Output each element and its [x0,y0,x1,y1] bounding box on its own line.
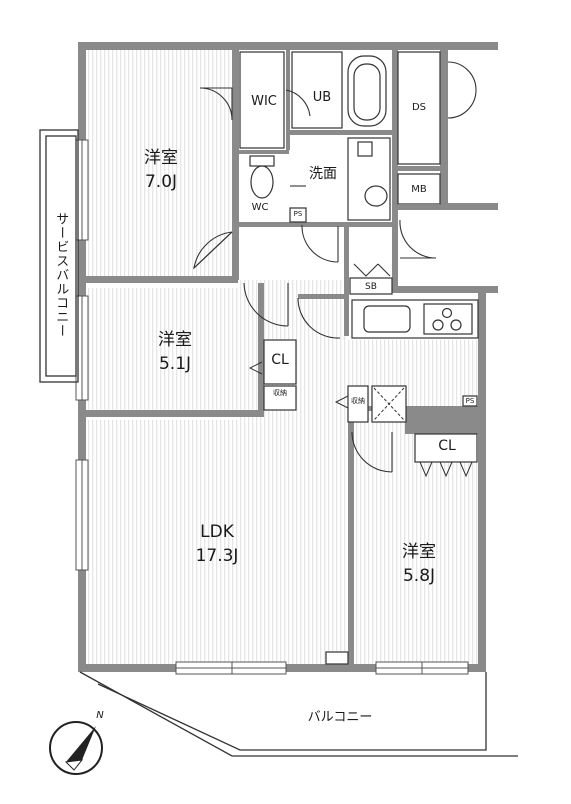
ps-label-wc: PS [293,210,303,218]
interior-walls [86,50,478,668]
bathtub-icon [353,63,381,121]
service-balcony-outline [39,129,79,383]
balcony-outline [79,671,518,757]
wic-label: WIC [251,94,277,109]
cl-label-east: CL [438,438,456,454]
room-western-7-size: 7.0J [144,172,178,192]
fixtures [239,51,479,665]
ds-label: DS [411,102,427,113]
cl-label-west: CL [271,352,289,368]
room-western-58-name: 洋室 [402,542,436,562]
room-western-5-size: 5.1J [158,354,192,374]
toilet-icon [249,155,275,199]
balcony-label: バルコニー [307,710,373,725]
room-ldk-size: 17.3J [195,546,239,566]
wc-label: WC [251,202,269,213]
ps-label-kitchen: PS [465,397,475,405]
floor-areas [86,50,478,664]
storage-label-west: 収納 [273,389,287,397]
washroom-label: 洗面 [309,166,337,182]
ub-label: UB [312,90,332,105]
north-label: N [96,710,104,721]
fridge-space [373,387,405,421]
closet-doors [248,361,473,478]
room-western-5-name: 洋室 [158,330,192,350]
service-balcony-label: サービスバルコニー [53,212,69,338]
stove-icon [432,307,462,331]
room-name-text: 洋室 [144,148,178,168]
storage-label-kitchen: 収納 [351,397,365,405]
room-western-58-size: 5.8J [402,566,436,586]
compass-icon [49,721,103,775]
mb-label: MB [411,184,427,195]
window-mullions [81,140,468,674]
room-western-7-name: 洋室 [126,148,196,169]
door-swings [193,61,477,473]
room-ldk-name: LDK [200,522,234,542]
sb-label: SB [365,282,377,292]
